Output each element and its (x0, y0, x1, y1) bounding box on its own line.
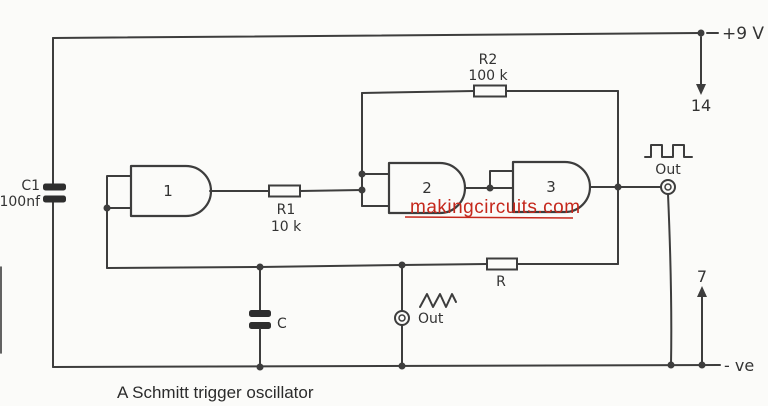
square-out-terminal-icon (660, 179, 676, 195)
feedback-line-left-wire (106, 263, 488, 269)
junction-dot (698, 361, 706, 369)
square-out-label: Out (655, 162, 681, 178)
watermark-text: makingcircuits.com (410, 197, 581, 218)
square-wave-icon (644, 144, 693, 158)
c1-value-label: 100nf (0, 194, 41, 210)
junction-dot (697, 29, 705, 37)
junction-dot (614, 183, 622, 191)
gate2-shape (387, 161, 467, 215)
junction-dot (667, 361, 675, 369)
watermark-underline (404, 216, 574, 219)
junction-dot (398, 362, 406, 370)
c-ref-label: C (277, 316, 287, 332)
junction-dot (358, 170, 366, 178)
square-out-drop-wire (667, 193, 673, 366)
junction-dot (256, 363, 264, 371)
c-capacitor-plate-bottom (249, 322, 271, 329)
c1-capacitor-plate-top (43, 183, 66, 191)
r1-resistor-body (268, 184, 301, 198)
junction-dot (103, 204, 111, 212)
r1-ref-label: R1 (277, 202, 296, 218)
r2-ref-label: R2 (479, 52, 498, 68)
gate3-shape (511, 160, 592, 214)
positive-rail-wire (52, 32, 702, 39)
c1-capacitor-plate-bottom (43, 195, 66, 203)
negative-rail-wire (52, 364, 721, 368)
r1-value-label: 10 k (271, 219, 302, 235)
gate3-input-bracket-wire (489, 170, 514, 189)
junction-dot (358, 186, 366, 194)
square-out-terminal-inner-icon (664, 183, 672, 191)
pin7-label: 7 (697, 267, 707, 286)
vss-label: - ve (724, 356, 754, 375)
r2-resistor-body (473, 84, 507, 98)
vcc-label: +9 V (722, 24, 764, 44)
triangle-out-terminal-icon (394, 310, 410, 326)
junction-dot (398, 261, 406, 269)
pin14-label: 14 (691, 96, 711, 115)
diagram-caption: A Schmitt trigger oscillator (117, 383, 314, 402)
triangle-out-label: Out (418, 311, 444, 327)
gate1-number: 1 (163, 182, 173, 200)
junction-dot (486, 184, 494, 192)
r1-output-wire (299, 189, 363, 192)
r2-value-label: 100 k (468, 68, 508, 84)
gate3-number: 3 (546, 178, 556, 196)
gate1-input-bracket-wire (106, 175, 132, 209)
r-resistor-body (486, 257, 518, 271)
gate2-number: 2 (422, 179, 432, 197)
c1-ref-label: C1 (21, 178, 40, 194)
gate1-shape (129, 164, 213, 218)
pin14-arrowhead-icon (696, 84, 706, 95)
triangle-wave-icon (419, 293, 457, 308)
triangle-out-terminal-inner-icon (398, 314, 406, 322)
junction-dot (256, 263, 264, 271)
r2-left-wire (361, 90, 475, 94)
r-ref-label: R (496, 274, 506, 290)
pin7-arrowhead-icon (697, 286, 707, 297)
c-capacitor-plate-top (249, 310, 271, 317)
